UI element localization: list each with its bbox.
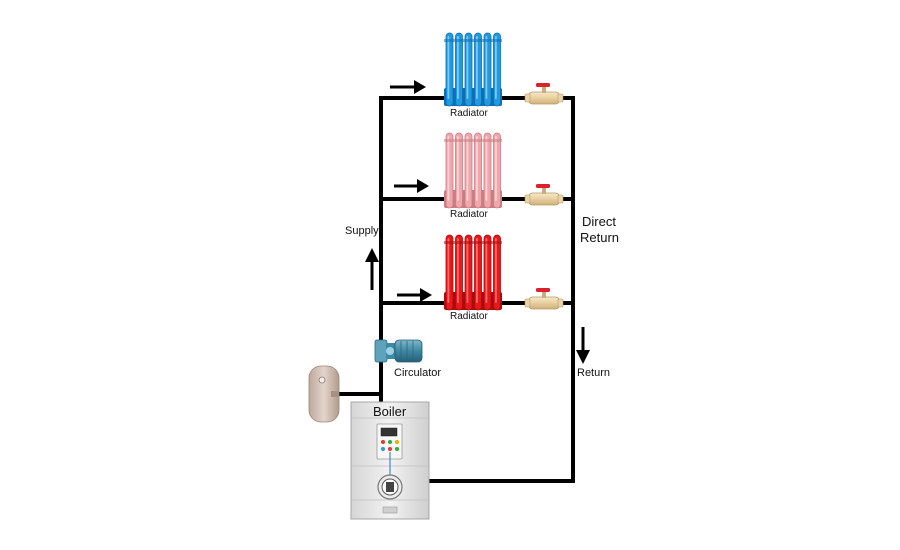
radiator-middle: Radiator (444, 132, 502, 220)
radiator-fin-highlight (495, 36, 497, 99)
flow-arrow-middle (394, 179, 429, 193)
radiator-fin-highlight (457, 36, 459, 99)
expansion-tank (308, 365, 340, 423)
radiator-fin (464, 132, 473, 209)
radiator-fin-highlight (476, 36, 478, 99)
flow-arrow-bottom (397, 288, 432, 302)
boiler: Boiler (350, 401, 430, 520)
boiler-label: Boiler (373, 404, 407, 419)
supply-arrow-up (365, 248, 379, 290)
radiator-fin-highlight (466, 238, 469, 303)
valve-top-handle (536, 83, 550, 87)
radiator-fin-highlight (476, 136, 478, 201)
boiler-display (380, 427, 398, 437)
radiator-middle-label: Radiator (450, 209, 488, 220)
radiator-fin (464, 234, 473, 311)
boiler-control-panel (376, 423, 403, 480)
radiator-fin (493, 132, 501, 209)
radiator-fin (474, 32, 482, 107)
radiator-bottom-label: Radiator (450, 311, 488, 322)
radiator-fin (483, 32, 492, 107)
radiator-top-label: Radiator (450, 108, 488, 119)
radiator-fin-highlight (466, 36, 469, 99)
radiator-fin-highlight (447, 238, 450, 303)
radiator-fin-highlight (476, 238, 478, 303)
radiator-header (444, 139, 502, 142)
radiator-header (444, 39, 502, 42)
circulator-label: Circulator (394, 367, 441, 379)
valve-bottom-handle (536, 288, 550, 292)
radiator-fin (455, 234, 463, 311)
radiator-fin-highlight (495, 136, 497, 201)
radiator-fin (483, 234, 492, 311)
radiator-fin-highlight (485, 36, 488, 99)
radiator-fin-highlight (495, 238, 497, 303)
radiator-top: Radiator (444, 32, 502, 119)
radiator-fin-highlight (466, 136, 469, 201)
boiler-burner (377, 474, 403, 500)
return-arrow-down (576, 327, 590, 364)
radiator-fin-highlight (457, 136, 459, 201)
radiator-fin (474, 234, 482, 311)
direct-return-label-line2: Return (580, 230, 619, 245)
valve-middle-handle (536, 184, 550, 188)
radiator-fin (445, 32, 454, 107)
radiator-header (444, 241, 502, 244)
radiator-fin-highlight (485, 238, 488, 303)
radiator-fin (445, 132, 454, 209)
flow-arrows (365, 80, 590, 364)
radiator-fin-highlight (447, 36, 450, 99)
radiator-fin (493, 32, 501, 107)
radiator-fin (464, 32, 473, 107)
radiator-fin (483, 132, 492, 209)
direct-return-label-line1: Direct (582, 214, 616, 229)
radiator-bottom: Radiator (444, 234, 502, 322)
return-label: Return (577, 367, 610, 379)
radiator-fin (455, 132, 463, 209)
radiator-fin-highlight (457, 238, 459, 303)
radiator-fin-highlight (447, 136, 450, 201)
radiator-fin (474, 132, 482, 209)
radiator-fin (493, 234, 501, 311)
radiator-fin-highlight (485, 136, 488, 201)
supply-label: Supply (345, 225, 379, 237)
flow-arrow-top (390, 80, 426, 94)
radiator-fin (455, 32, 463, 107)
circulator-pump (374, 339, 423, 363)
valve-bottom (524, 288, 564, 310)
valve-middle (524, 184, 564, 206)
radiator-fin (445, 234, 454, 311)
valve-top (524, 83, 564, 105)
